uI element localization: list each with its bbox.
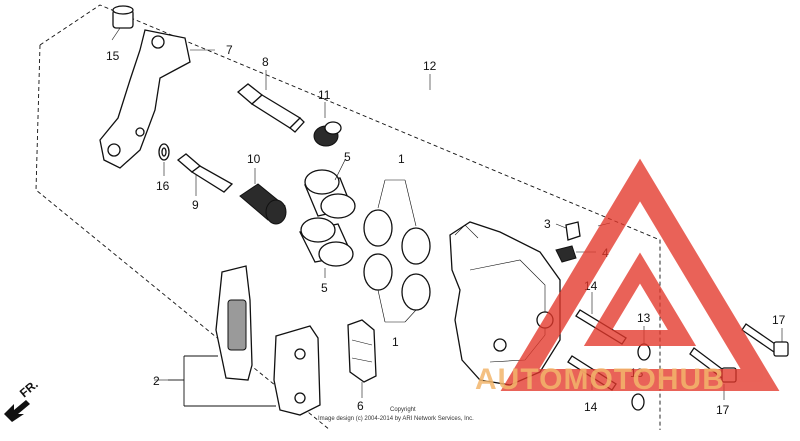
- collar-15: [111, 5, 134, 41]
- callout-bracket-2: [168, 355, 276, 407]
- brake-pad-2-rear: [273, 325, 321, 416]
- copyright-notice: Copyright Image design (c) 2004-2014 by …: [318, 407, 474, 422]
- label-12: 12: [423, 59, 437, 73]
- front-arrow-icon: [4, 400, 30, 422]
- assembly-boundary: [35, 4, 661, 431]
- bleeder-screw-3: [555, 221, 581, 241]
- triangle-a-logo-icon: [500, 158, 780, 391]
- label-17-right: 17: [772, 313, 786, 327]
- label-5-lower: 5: [321, 281, 328, 295]
- plug-13-lower: [631, 393, 645, 411]
- copyright-line-1: Copyright: [390, 407, 416, 413]
- piston-seals-1-lower: [363, 253, 431, 323]
- piston-seals-1-upper: [363, 179, 431, 265]
- label-3: 3: [544, 217, 551, 231]
- label-10: 10: [247, 152, 261, 166]
- brake-pad-2-front: [215, 265, 253, 381]
- front-direction-label: FR.: [17, 377, 41, 400]
- piston-5-upper: [304, 159, 356, 219]
- label-2: 2: [153, 374, 160, 388]
- pin-bolt-8: [236, 70, 305, 133]
- label-14-lower: 14: [584, 400, 598, 414]
- label-16: 16: [156, 179, 170, 193]
- washer-16: [158, 143, 170, 176]
- label-13-upper: 13: [637, 311, 651, 325]
- mounting-bolt-17-right: [741, 323, 789, 357]
- label-11: 11: [318, 88, 331, 102]
- pad-spring-6: [347, 319, 377, 398]
- pin-9: [176, 153, 234, 196]
- label-6: 6: [357, 399, 364, 413]
- label-1-lower: 1: [392, 335, 399, 349]
- label-7: 7: [226, 43, 233, 57]
- watermark: AUTOMOTOHUB: [475, 158, 780, 396]
- copyright-line-2: Image design (c) 2004-2014 by ARI Networ…: [318, 416, 474, 422]
- label-9: 9: [192, 198, 199, 212]
- boot-10: [239, 168, 287, 225]
- label-8: 8: [262, 55, 269, 69]
- piston-5-lower: [299, 217, 354, 278]
- caliper-bracket-7: [99, 29, 215, 169]
- label-15: 15: [106, 49, 120, 63]
- label-5-upper: 5: [344, 150, 351, 164]
- label-1-upper: 1: [398, 152, 405, 166]
- watermark-text: AUTOMOTOHUB: [475, 363, 725, 396]
- part-number-labels: 15 7 8 11 12 16 9 10 5 1 5 1 6 2 3 4 14 …: [106, 43, 786, 417]
- boot-11: [313, 102, 342, 147]
- label-17-left: 17: [716, 403, 730, 417]
- front-direction-indicator: FR.: [4, 377, 41, 422]
